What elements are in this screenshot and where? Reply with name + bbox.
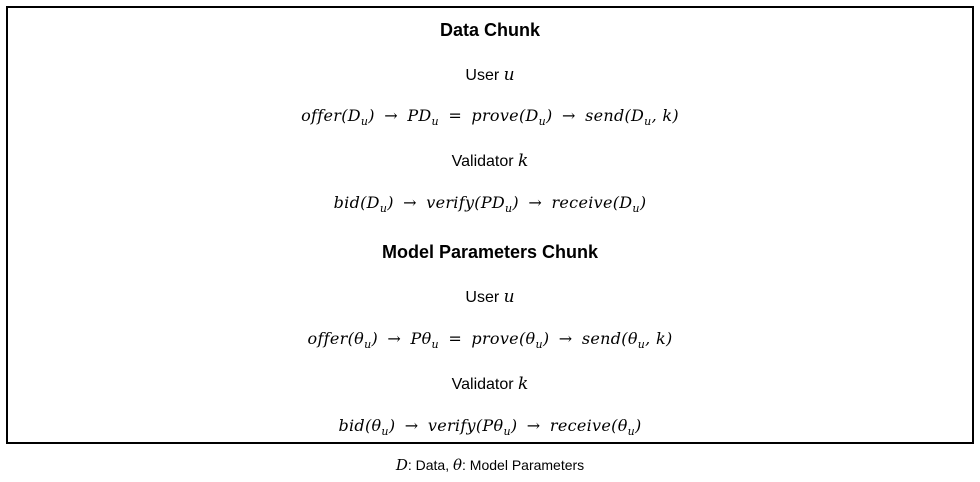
formula-term: ): [388, 416, 396, 435]
theta-symbol: θ: [452, 456, 463, 474]
data-symbol: D: [395, 456, 408, 474]
formula-term: receive(D: [551, 193, 633, 212]
formula-subscript: u: [503, 425, 511, 438]
model-chunk-user-formula: offer(θu) → Pθu = prove(θu) → send(θu, k…: [8, 329, 972, 351]
formula-subscript: u: [644, 115, 652, 128]
user-label: User: [465, 67, 500, 84]
formula-term: receive(θ: [549, 416, 628, 435]
formula-term: Pθ: [410, 329, 432, 348]
formula-term: ): [368, 106, 375, 125]
model-parameters-chunk-title: Model Parameters Chunk: [381, 242, 599, 262]
formula-subscript: u: [505, 202, 513, 215]
validator-variable: k: [518, 374, 529, 394]
formula-term: verify(Pθ: [427, 416, 504, 435]
data-chunk-validator-heading: Validator k: [8, 151, 972, 171]
legend-caption: D: Data, θ: Model Parameters: [0, 456, 980, 474]
formula-term: prove(θ: [471, 329, 536, 348]
validator-variable: k: [518, 151, 529, 171]
formula-term: send(θ: [581, 329, 638, 348]
user-label: User: [465, 289, 500, 306]
formula-subscript: u: [637, 338, 646, 351]
validator-label: Validator: [451, 376, 514, 393]
formula-term: PD: [407, 106, 432, 125]
data-legend-text: : Data,: [407, 457, 453, 473]
formula-subscript: u: [632, 202, 640, 215]
data-chunk-validator-formula: bid(Du) → verify(PDu) → receive(Du): [8, 193, 972, 215]
formula-term: bid(θ: [338, 416, 382, 435]
formula-subscript: u: [538, 115, 547, 128]
formula-term: ): [546, 106, 553, 125]
formula-subscript: u: [364, 338, 372, 351]
data-chunk-user-formula: offer(Du) → PDu = prove(Du) → send(Du, k…: [8, 106, 972, 128]
formula-subscript: u: [379, 202, 388, 215]
arrow-symbol: →: [384, 106, 398, 125]
formula-term: ): [512, 193, 519, 212]
formula-term: prove(D: [471, 106, 539, 125]
formula-term: bid(D: [333, 193, 380, 212]
arrow-symbol: →: [404, 416, 419, 435]
arrow-symbol: →: [403, 193, 417, 212]
model-chunk-validator-heading: Validator k: [8, 374, 972, 394]
diagram-frame: Data Chunk User u offer(Du) → PDu = prov…: [6, 6, 974, 444]
arrow-symbol: →: [387, 329, 402, 348]
arrow-symbol: →: [558, 329, 573, 348]
user-variable: u: [503, 65, 515, 85]
model-parameters-legend-text: : Model Parameters: [462, 457, 585, 473]
arrow-symbol: →: [528, 193, 543, 212]
model-chunk-validator-formula: bid(θu) → verify(Pθu) → receive(θu): [8, 416, 972, 438]
formula-term: ): [387, 193, 394, 212]
formula-term: ): [371, 329, 379, 348]
formula-term: send(D: [585, 106, 645, 125]
equals-symbol: =: [448, 329, 463, 348]
formula-subscript: u: [431, 115, 439, 128]
equals-symbol: =: [448, 106, 463, 125]
formula-subscript: u: [535, 338, 543, 351]
arrow-symbol: →: [561, 106, 576, 125]
formula-term: offer(D: [301, 106, 361, 125]
formula-term: ): [639, 193, 647, 212]
formula-term: , k): [651, 106, 679, 125]
formula-term: ): [635, 416, 642, 435]
formula-subscript: u: [627, 425, 636, 438]
user-variable: u: [503, 287, 515, 307]
arrow-symbol: →: [526, 416, 541, 435]
validator-label: Validator: [451, 153, 514, 170]
model-chunk-user-heading: User u: [8, 287, 972, 307]
formula-term: verify(PD: [426, 193, 506, 212]
formula-subscript: u: [381, 425, 389, 438]
formula-term: offer(θ: [307, 329, 365, 348]
formula-term: , k): [645, 329, 673, 348]
formula-term: ): [542, 329, 550, 348]
data-chunk-title: Data Chunk: [439, 20, 540, 40]
data-chunk-user-heading: User u: [8, 65, 972, 85]
formula-subscript: u: [360, 115, 369, 128]
formula-subscript: u: [431, 338, 439, 351]
formula-term: ): [510, 416, 518, 435]
